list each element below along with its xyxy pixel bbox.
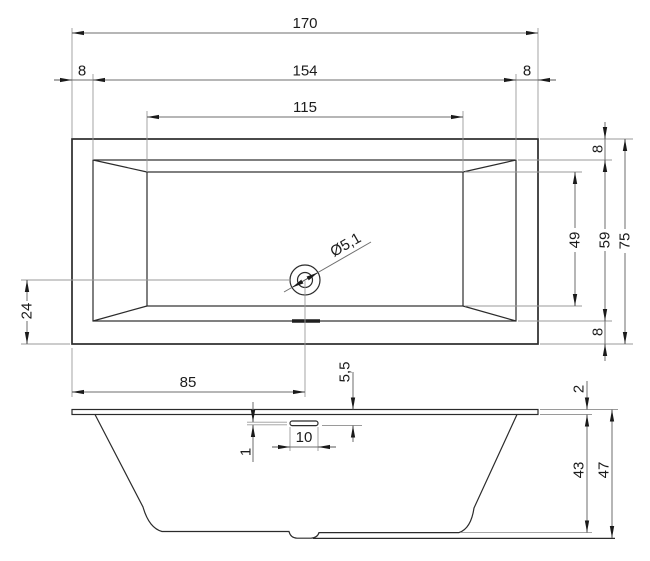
dim-label-5-5: 5,5 [337, 362, 354, 383]
dim-recess-depth: 5,5 [322, 362, 362, 442]
dim-lip-thickness: 1 [238, 402, 256, 462]
dim-label-170: 170 [292, 15, 317, 32]
tub-inner-rim-edge [92, 159, 517, 322]
dim-label-115: 115 [293, 99, 317, 116]
corner-slope-line [462, 159, 517, 173]
dim-label-left-rim: 8 [78, 63, 86, 80]
corner-slope-line [462, 305, 517, 322]
dim-label-49: 49 [567, 232, 584, 249]
arrow-line [304, 272, 319, 281]
dim-right-column: 8 49 59 75 8 [465, 122, 634, 361]
drain-slot-side [289, 420, 319, 427]
corner-slope-line [92, 305, 148, 322]
dim-drain-offset-24: 24 [19, 279, 290, 345]
dim-label-47: 47 [596, 462, 613, 479]
dim-label-59: 59 [597, 232, 614, 249]
dim-slot-width: 10 [272, 427, 336, 451]
dim-drain-diameter: Ø5,1 [283, 230, 372, 293]
tub-body-profile [94, 414, 518, 539]
dim-label-85: 85 [180, 374, 197, 391]
dim-label-10: 10 [296, 429, 313, 446]
dim-label-24: 24 [19, 303, 36, 320]
dim-rim-lengths: 8 154 8 [54, 63, 556, 160]
dim-floor-length: 115 [146, 99, 464, 172]
dim-drain-offset-85: 85 [71, 281, 306, 397]
dim-label-top-rim: 8 [590, 145, 607, 153]
dim-total-height: 47 [596, 409, 615, 538]
dim-body-depth: 43 [461, 414, 592, 534]
dim-label-bottom-rim: 8 [590, 328, 607, 336]
dim-overall-length: 170 [71, 15, 539, 138]
side-view [71, 408, 615, 540]
dim-label-1: 1 [238, 448, 255, 456]
dim-label-2: 2 [571, 385, 588, 393]
dimensions: 170 8 154 8 115 [19, 15, 634, 538]
dim-rim-thickness: 2 [540, 381, 618, 415]
corner-slope-line [92, 159, 148, 173]
rim-plate [71, 408, 539, 416]
dim-label-75: 75 [617, 233, 634, 250]
dim-label-154: 154 [292, 63, 317, 80]
arrow-line [291, 279, 306, 288]
dim-label-right-rim: 8 [523, 63, 531, 80]
dim-label-43: 43 [571, 462, 588, 479]
